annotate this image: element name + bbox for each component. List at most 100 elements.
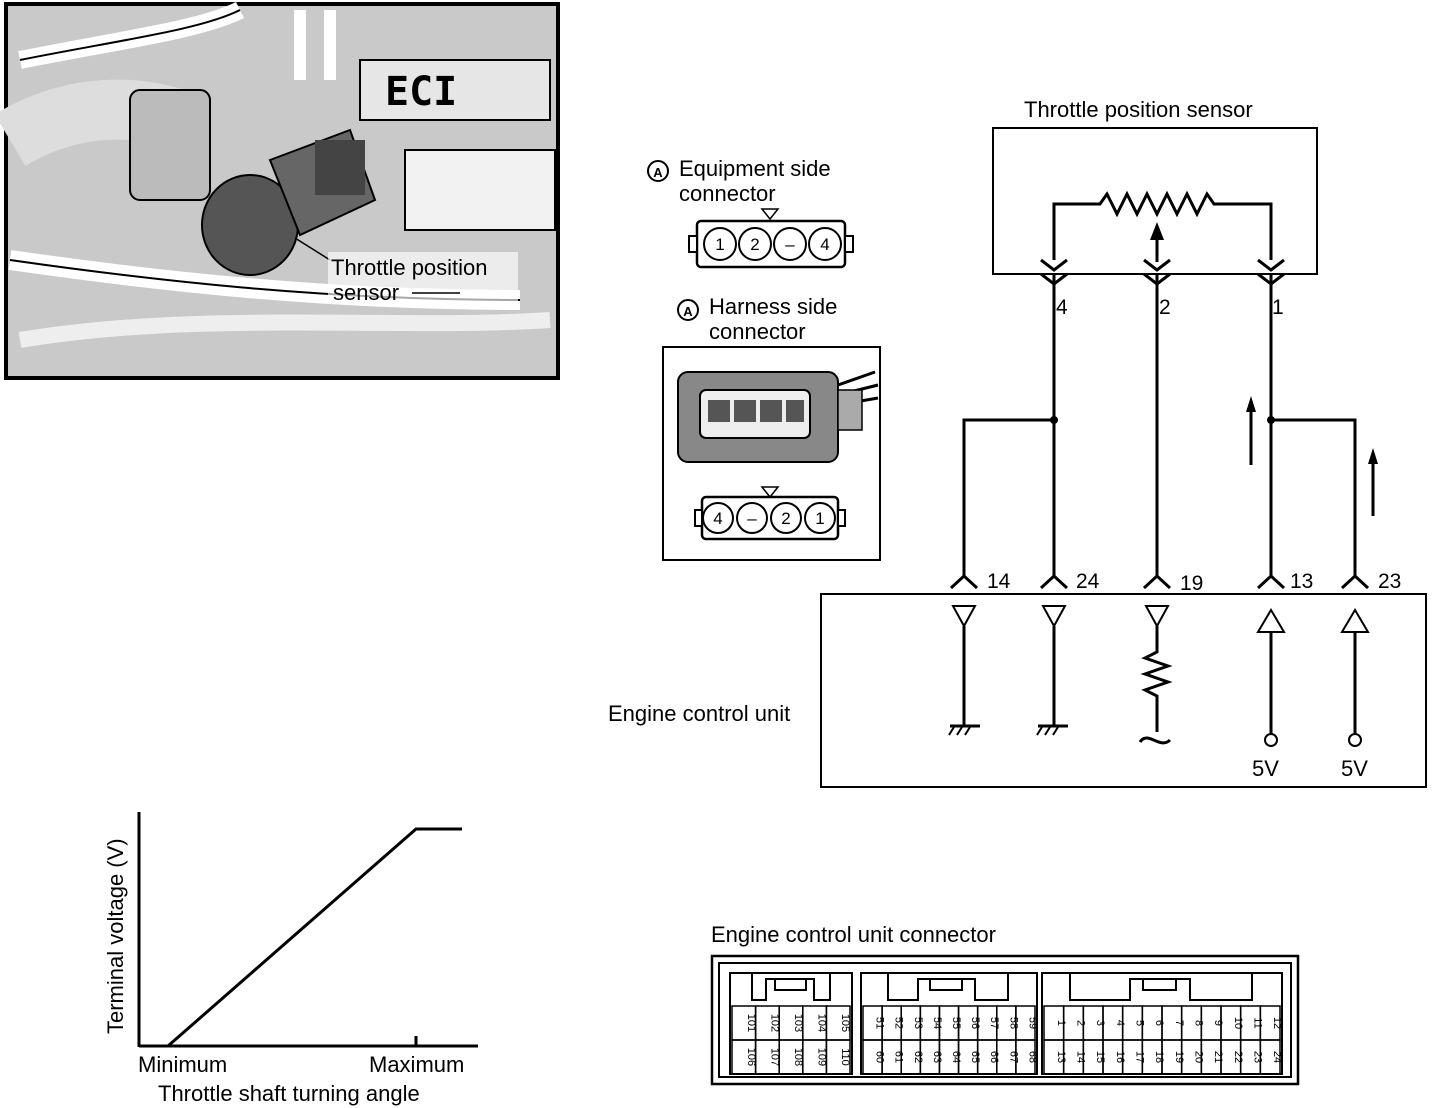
- photo-sensor-label-line1: Throttle position: [331, 255, 488, 280]
- marker-a-icon: [677, 299, 699, 321]
- sensor-resistor-icon: [1052, 190, 1273, 260]
- ecu-connector-pin-label: 110: [839, 1048, 851, 1066]
- harness-side-connector: A Harness side connector 4 – 2 1: [662, 294, 881, 561]
- svg-text:–: –: [747, 509, 757, 528]
- ground-icon: [948, 724, 980, 736]
- ecu-connector-pin-label: 109: [816, 1048, 828, 1066]
- svg-text:2: 2: [750, 235, 759, 254]
- ecu-connector-pin-label: 2: [1075, 1020, 1087, 1026]
- ecu-connector-pin-label: 68: [1026, 1051, 1038, 1063]
- equipment-side-connector: A Equipment side connector 1 2 – 4: [647, 156, 854, 269]
- ecu-connector-pin-label: 104: [816, 1014, 828, 1032]
- voltage-curve: [167, 827, 462, 1048]
- ecu-connector-pin-label: 65: [969, 1051, 981, 1063]
- equipment-pin-2: –: [773, 227, 807, 261]
- harness-pin-2: 2: [770, 502, 802, 534]
- ecu-connector-pin-label: 1: [1055, 1020, 1067, 1026]
- harness-connector-title-line1: Harness side: [709, 294, 837, 319]
- graph-ylabel: Terminal voltage (V): [103, 838, 128, 1034]
- ecu-connector-pin-label: 51: [874, 1017, 886, 1029]
- ecu-connector-pin-label: 5: [1134, 1020, 1146, 1026]
- ecu-connector-pin-label: 62: [912, 1051, 924, 1063]
- sensor-pin-1: 1: [1272, 296, 1284, 319]
- harness-pin-0: 4: [702, 502, 734, 534]
- ecu-connector-pin-label: 3: [1094, 1020, 1106, 1026]
- throttle-position-sensor-icon: [201, 128, 377, 276]
- svg-text:1: 1: [815, 509, 824, 528]
- current-arrow-icon: [1246, 396, 1256, 412]
- ecu-connector-pin-label: 54: [931, 1017, 943, 1029]
- ecu-input-resistor-icon: [1140, 626, 1173, 732]
- supply-voltage-13: 5V: [1252, 756, 1279, 781]
- ecu-connector-pin-label: 56: [969, 1017, 981, 1029]
- svg-text:4: 4: [820, 235, 829, 254]
- ecu-connector-pin-label: 12: [1271, 1017, 1283, 1029]
- ecu-label: Engine control unit: [608, 701, 790, 726]
- circuit-diagram: Throttle position sensor 4 2 1: [608, 97, 1427, 788]
- harness-pin-1: –: [736, 502, 768, 534]
- ecu-connector-pin-label: 55: [950, 1017, 962, 1029]
- ecu-connector-pin-label: 10: [1232, 1017, 1244, 1029]
- equipment-connector-title-line2: connector: [679, 181, 776, 206]
- graph-xtick-min: Minimum: [138, 1052, 227, 1077]
- ground-icon: [1036, 724, 1068, 736]
- ecu-connector-pin-label: 103: [792, 1014, 804, 1032]
- engine-photo: ECI Throttle position sensor: [0, 1, 560, 380]
- harness-connector-title-line2: connector: [709, 319, 806, 344]
- ecu-connector-cavity: [1259, 1039, 1281, 1075]
- equipment-pin-0: 1: [703, 227, 737, 261]
- ecu-connector-cavity: [825, 1039, 851, 1075]
- ecu-connector-pin-label: 17: [1134, 1051, 1146, 1063]
- ecu-connector-pin-label: 8: [1193, 1020, 1205, 1026]
- ecu-pin-23: 23: [1378, 570, 1401, 593]
- ecu-connector-pin-label: 13: [1055, 1051, 1067, 1063]
- marker-a-label: A: [683, 304, 693, 319]
- ecu-box: [820, 593, 1427, 788]
- harness-plug-icon: [677, 370, 879, 463]
- ecu-connector-pin-label: 16: [1114, 1051, 1126, 1063]
- ecu-connector-pin-label: 66: [988, 1051, 1000, 1063]
- ecu-connector-pin-label: 18: [1153, 1051, 1165, 1063]
- ecu-connector-pin-label: 58: [1007, 1017, 1019, 1029]
- equipment-connector-title-line1: Equipment side: [679, 156, 831, 181]
- ecu-connector-pin-label: 22: [1232, 1051, 1244, 1063]
- ecu-connector-pin-label: 20: [1193, 1051, 1205, 1063]
- ecu-connector-pin-label: 101: [745, 1014, 757, 1032]
- ecu-connector-pin-label: 67: [1007, 1051, 1019, 1063]
- svg-text:–: –: [785, 235, 795, 254]
- ecu-connector-pin-label: 107: [768, 1048, 780, 1066]
- sensor-pin-2: 2: [1159, 296, 1171, 319]
- ecu-connector-pin-label: 52: [893, 1017, 905, 1029]
- graph-xtick-max: Maximum: [369, 1052, 464, 1077]
- svg-text:1: 1: [715, 235, 724, 254]
- ecu-connector-pin-label: 23: [1252, 1051, 1264, 1063]
- ecu-connector-pin-label: 106: [745, 1048, 757, 1066]
- ecu-connector-pin-label: 61: [893, 1051, 905, 1063]
- key-triangle-icon: [760, 486, 780, 499]
- key-triangle-icon: [760, 208, 780, 221]
- sensor-pin-4: 4: [1056, 296, 1068, 319]
- equipment-pin-3: 4: [808, 227, 842, 261]
- ecu-pin-24: 24: [1076, 570, 1100, 593]
- harness-pin-3: 1: [804, 502, 836, 534]
- voltage-graph: Terminal voltage (V) Minimum Maximum Thr…: [103, 812, 478, 1106]
- marker-a-icon: [647, 160, 669, 182]
- ecu-connector-pin-label: 9: [1212, 1020, 1224, 1026]
- supply-voltage-23: 5V: [1341, 756, 1368, 781]
- ecu-pin-14: 14: [987, 570, 1011, 593]
- ecu-pin-13: 13: [1290, 570, 1313, 593]
- ecu-connector-pin-label: 60: [874, 1051, 886, 1063]
- ecu-connector-title: Engine control unit connector: [711, 922, 996, 947]
- sensor-title: Throttle position sensor: [1024, 97, 1253, 122]
- ecu-connector-pin-label: 19: [1173, 1051, 1185, 1063]
- wiper-arrow-icon: [1150, 222, 1164, 240]
- ecu-connector-pin-label: 59: [1026, 1017, 1038, 1029]
- ecu-connector-pin-label: 11: [1252, 1017, 1264, 1028]
- ecu-connector-pin-label: 105: [839, 1014, 851, 1032]
- ecu-pin-19: 19: [1180, 572, 1203, 595]
- current-arrow-icon: [1368, 448, 1378, 464]
- ecu-connector-cavity: [1015, 1039, 1036, 1075]
- svg-text:ECI: ECI: [385, 69, 457, 115]
